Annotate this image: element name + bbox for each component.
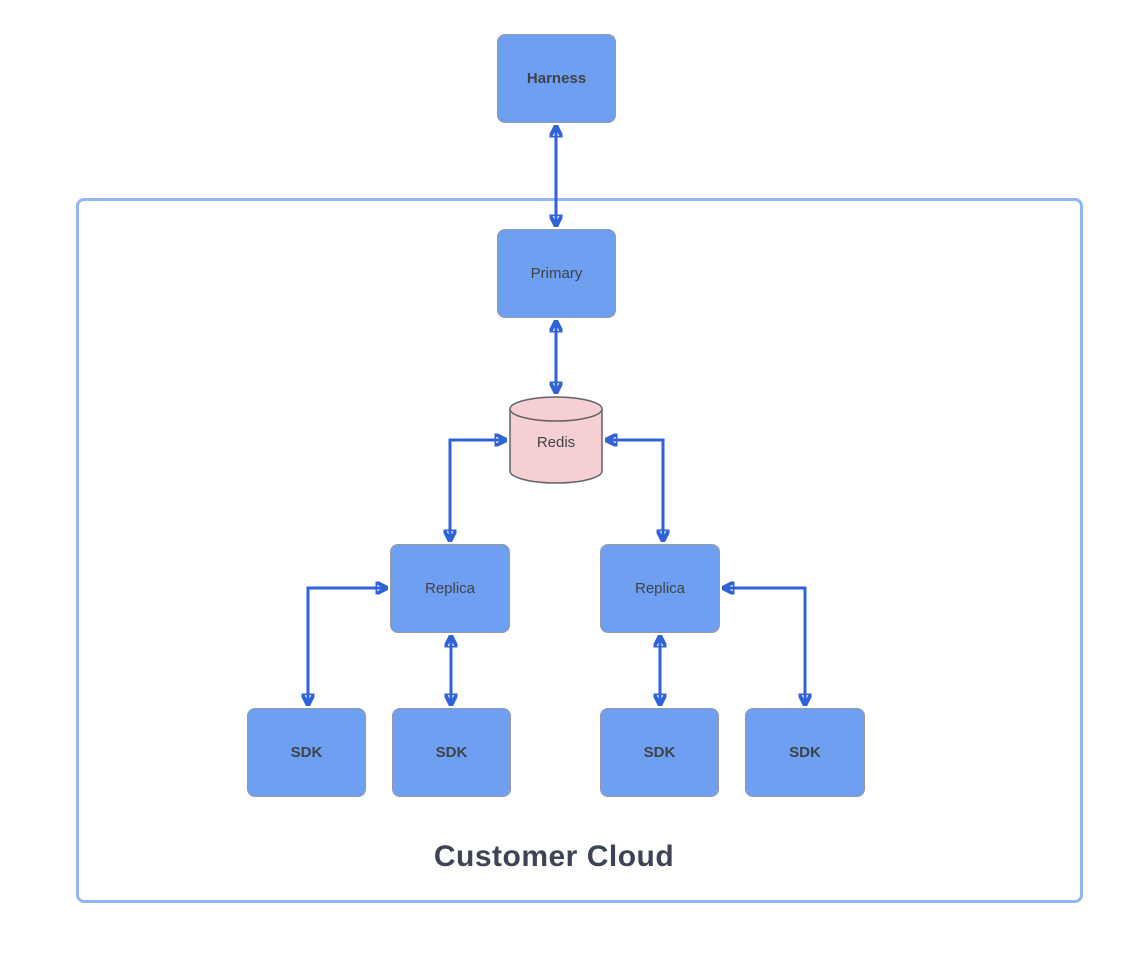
node-replica-right: Replica	[600, 544, 720, 633]
node-primary-label: Primary	[530, 265, 583, 282]
node-replica-left-label: Replica	[424, 580, 476, 597]
node-harness-label: Harness	[526, 70, 587, 87]
node-sdk-3: SDK	[600, 708, 719, 797]
node-redis: Redis	[509, 396, 603, 484]
node-sdk-4: SDK	[745, 708, 865, 797]
node-replica-right-label: Replica	[634, 580, 686, 597]
node-sdk-1-label: SDK	[290, 744, 323, 761]
node-sdk-2: SDK	[392, 708, 511, 797]
node-primary: Primary	[497, 229, 616, 318]
customer-cloud-container	[76, 198, 1083, 903]
node-redis-label: Redis	[536, 434, 576, 451]
node-sdk-3-label: SDK	[643, 744, 676, 761]
node-sdk-4-label: SDK	[789, 744, 821, 761]
node-sdk-2-label: SDK	[435, 744, 468, 761]
node-replica-left: Replica	[390, 544, 510, 633]
cylinder-shape	[509, 396, 603, 484]
container-title: Customer Cloud	[433, 840, 675, 873]
node-sdk-1: SDK	[247, 708, 366, 797]
node-harness: Harness	[497, 34, 616, 123]
